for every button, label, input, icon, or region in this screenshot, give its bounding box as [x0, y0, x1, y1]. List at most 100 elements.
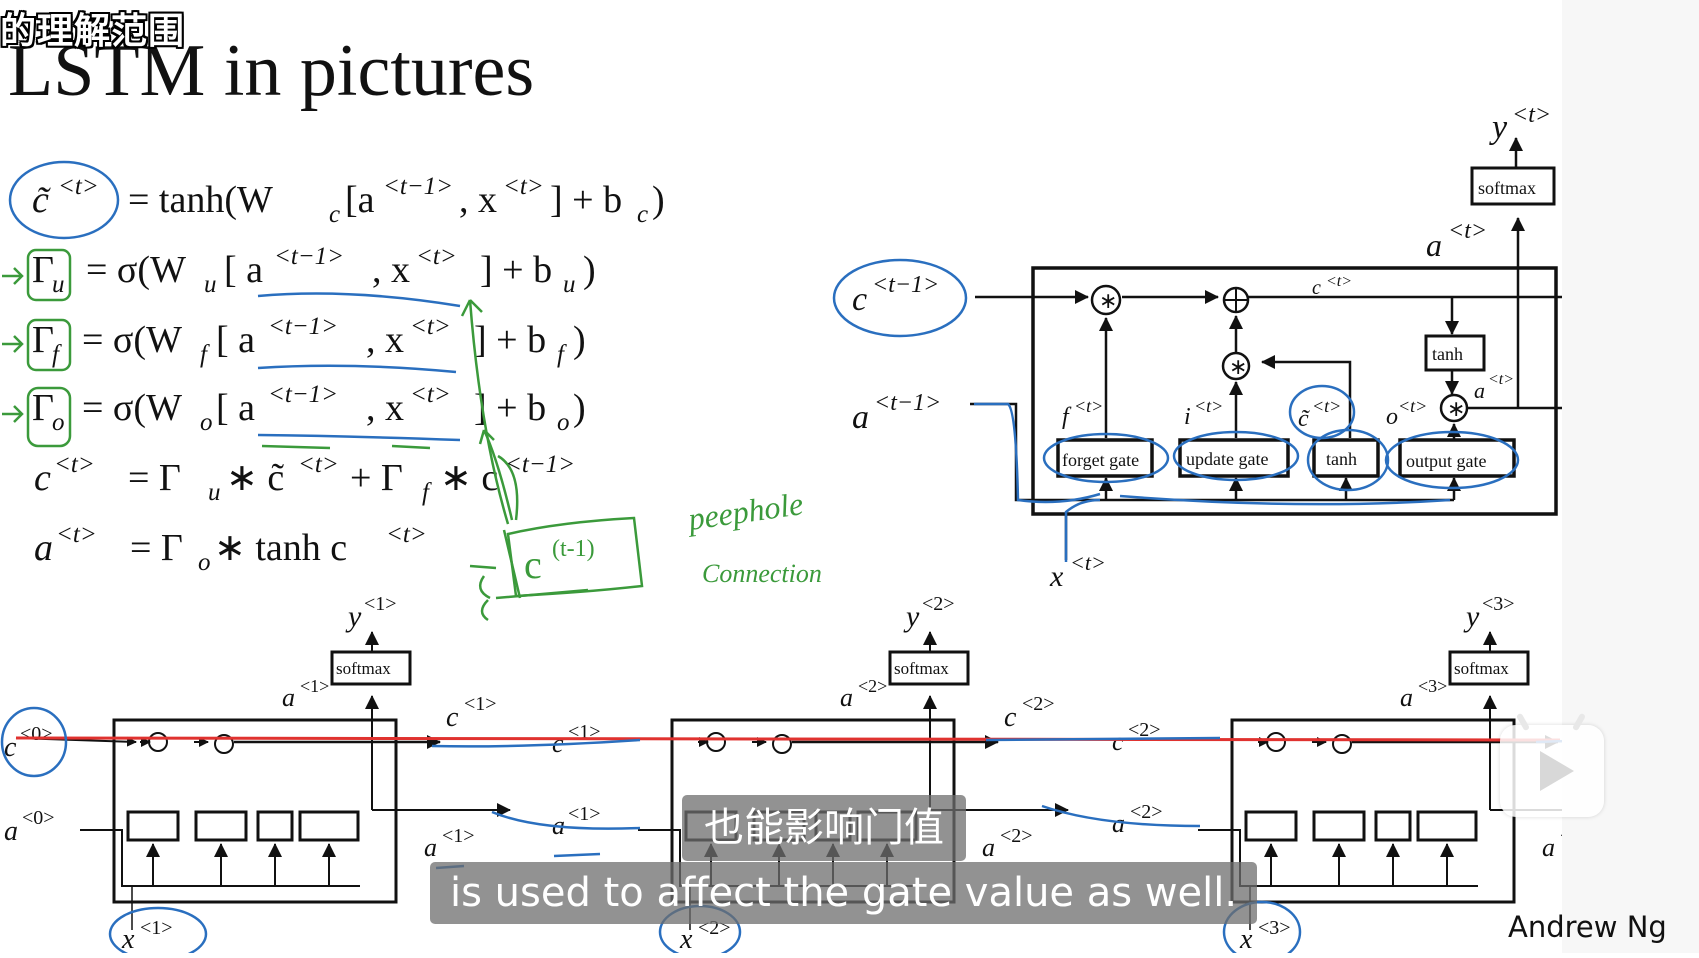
svg-text:<t>: <t> — [416, 243, 457, 270]
cell-box — [1031, 266, 1558, 516]
svg-text:update gate: update gate — [1186, 449, 1268, 469]
chain-a-up-sup: <1> — [300, 676, 329, 696]
svg-text:f: f — [52, 341, 62, 368]
svg-text:u: u — [208, 479, 221, 506]
svg-text:, x: , x — [366, 387, 404, 429]
svg-text:f: f — [200, 341, 210, 368]
svg-text:<t>: <t> — [1326, 273, 1352, 290]
author-credit: Andrew Ng — [1508, 910, 1667, 944]
green-annotations — [2, 248, 644, 622]
chain-c-out-sup: <2> — [1022, 693, 1055, 715]
svg-text:<t>: <t> — [54, 451, 95, 478]
svg-text:[ a: [ a — [224, 249, 263, 291]
svg-text:<t−1>: <t−1> — [268, 313, 338, 340]
lstm-cell-diagram — [970, 137, 1613, 560]
mult-op-forget — [1090, 284, 1122, 316]
chain-a-out-sup: <1> — [442, 825, 475, 847]
underline-eq3 — [257, 364, 457, 374]
peephole-box — [506, 516, 644, 598]
svg-text:c: c — [524, 542, 542, 587]
svg-text:[ a: [ a — [216, 319, 255, 361]
chain-add-op — [1332, 734, 1352, 754]
chain-gate-box — [256, 810, 294, 842]
chain-y-sup: <2> — [922, 593, 955, 615]
svg-text:y: y — [1489, 109, 1508, 146]
svg-text:∗: ∗ — [1229, 354, 1247, 379]
chain-a-up-label: a — [282, 683, 295, 712]
chain-y-label: y — [345, 600, 362, 633]
chain-c-mid2-label: c — [1112, 727, 1124, 756]
svg-text:c: c — [637, 201, 648, 228]
output-gate-box — [1398, 438, 1516, 478]
equation-activation: a <t> = Γ o ∗ tanh c <t> — [34, 521, 427, 576]
box-gamma-o — [26, 386, 72, 448]
svg-text:<t>: <t> — [410, 381, 451, 408]
svg-text:Γ: Γ — [32, 249, 54, 291]
circle-ctilde — [8, 160, 120, 240]
svg-text:softmax: softmax — [1478, 178, 1536, 198]
chain-softmax-label: softmax — [1454, 659, 1509, 678]
svg-text:= tanh(W: = tanh(W — [128, 179, 273, 221]
svg-text:+ Γ: + Γ — [350, 457, 403, 499]
svg-text:x: x — [1049, 560, 1064, 593]
svg-text:<t>: <t> — [410, 313, 451, 340]
chain-x-label: x — [679, 924, 693, 953]
svg-text:i: i — [1184, 404, 1191, 430]
svg-text:, x: , x — [366, 319, 404, 361]
svg-text:∗ c̃: ∗ c̃ — [226, 457, 284, 499]
svg-text:c: c — [34, 457, 51, 499]
svg-text:f: f — [422, 479, 432, 506]
play-icon — [1540, 751, 1574, 791]
chain-gate-box — [1244, 810, 1298, 842]
svg-text:<t>: <t> — [1070, 550, 1106, 575]
update-gate-box — [1178, 438, 1290, 478]
chain-a-out-label: a — [424, 833, 437, 862]
box-gamma-f — [26, 318, 72, 372]
box-gamma-u — [26, 248, 72, 302]
svg-text:): ) — [583, 249, 596, 291]
play-button[interactable] — [1500, 712, 1604, 817]
svg-text:∗: ∗ — [1447, 396, 1465, 421]
svg-text:<t>: <t> — [1398, 396, 1427, 416]
svg-text:<t−1>: <t−1> — [383, 173, 453, 200]
equation-forget-gate: Γ f = σ(W f [ a <t−1> , x <t> ] + b f ) — [32, 313, 586, 368]
chain-c-out-label: c — [446, 702, 459, 733]
chain-mult-op — [148, 732, 168, 752]
equation-output-gate: Γ o = σ(W o [ a <t−1> , x <t> ] + b o ) — [32, 381, 586, 436]
chain-a-out-label: a — [982, 833, 995, 862]
svg-text:] + b: ] + b — [550, 179, 622, 221]
svg-text:<t>: <t> — [1074, 396, 1103, 416]
underline-eq4 — [257, 433, 461, 442]
chain-gate-box — [1374, 810, 1412, 842]
chain-a-mid2-label: a — [1112, 809, 1125, 838]
red-cell-state-highlight — [15, 736, 1561, 742]
svg-text:<t>: <t> — [58, 173, 99, 200]
chain-x-sup: <1> — [140, 917, 173, 939]
svg-text:u: u — [204, 271, 217, 298]
chain-gate-box — [126, 810, 180, 842]
cell-box-labels: softmax tanh forget gate update gate tan… — [1062, 178, 1536, 471]
svg-text:Γ: Γ — [32, 319, 54, 361]
chain-c-out-sup: <1> — [464, 693, 497, 715]
svg-text:o: o — [198, 549, 211, 576]
chain-x-sup: <3> — [1258, 917, 1291, 939]
mult-op-update — [1221, 351, 1251, 381]
equation-ctilde: c̃ <t> = tanh(W c [a <t−1> , x <t> ] + b… — [32, 173, 665, 228]
svg-text:f: f — [557, 341, 567, 368]
svg-text:u: u — [563, 271, 576, 298]
svg-text:<t>: <t> — [1448, 218, 1487, 244]
tanh-gate-box — [1312, 438, 1380, 478]
tanh-top-box — [1424, 334, 1486, 372]
chain-softmax-label: softmax — [894, 659, 949, 678]
chain-a-out-sup: <2> — [1000, 825, 1033, 847]
svg-text:a: a — [34, 527, 53, 569]
svg-text:= σ(W: = σ(W — [82, 319, 182, 361]
svg-text:Connection: Connection — [702, 559, 822, 588]
svg-text:<t>: <t> — [56, 521, 97, 548]
svg-text:, x: , x — [459, 179, 497, 221]
svg-text:u: u — [52, 271, 65, 298]
peephole-labels: c (t-1) peephole Connection — [524, 485, 822, 588]
svg-text:= Γ: = Γ — [128, 457, 181, 499]
